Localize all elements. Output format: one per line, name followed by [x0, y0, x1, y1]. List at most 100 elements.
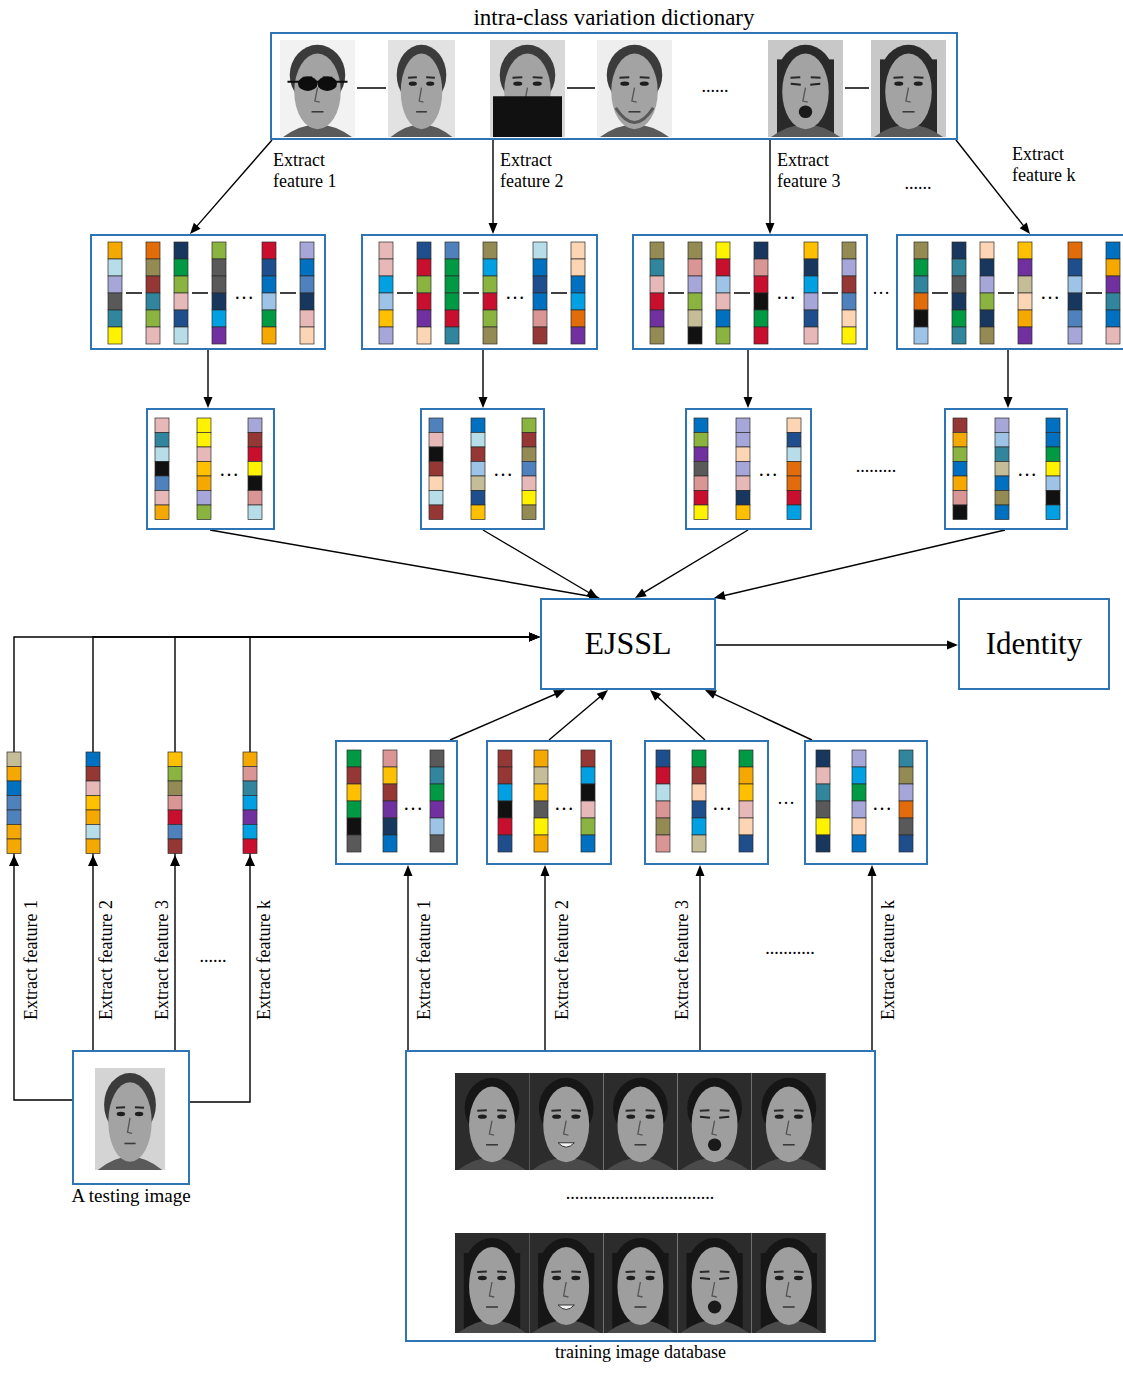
- feature-cell: [899, 801, 913, 818]
- figure-part: [533, 76, 543, 78]
- feature-cell: [300, 259, 314, 276]
- feature-cell: [533, 276, 547, 293]
- figure-part: [497, 1276, 506, 1280]
- feature-cell: [842, 259, 856, 276]
- feature-cell: [1068, 327, 1082, 344]
- feature-cell: [7, 752, 21, 767]
- dictionary-panel: intra-class variation dictionary: [270, 32, 958, 140]
- feature-cell: [816, 750, 830, 767]
- feature-cell: [995, 462, 1009, 477]
- figure-part: [116, 1106, 125, 1109]
- training-feature-box: …: [335, 740, 458, 865]
- feature-cell: [716, 310, 730, 327]
- figure-part: [791, 76, 801, 78]
- feature-cell: [692, 750, 706, 767]
- feature-cell: [980, 242, 994, 259]
- feature-cell: [692, 818, 706, 835]
- pair-dash: [822, 292, 838, 294]
- figure-part: [774, 1271, 784, 1274]
- feature-cell: [852, 767, 866, 784]
- connector-line: [699, 874, 700, 1050]
- figure-part: [885, 54, 932, 130]
- feature-cell: [980, 293, 994, 310]
- feature-cell: [1106, 242, 1120, 259]
- figure-part: [426, 82, 434, 86]
- face-photo: [529, 1073, 603, 1170]
- feature-cell: [155, 433, 169, 448]
- feature-cell: [1068, 293, 1082, 310]
- feature-cell: [688, 310, 702, 327]
- feature-cell: [534, 818, 548, 835]
- feature-cell: [155, 476, 169, 491]
- arrow-head: [635, 588, 647, 598]
- feature-cell: [262, 242, 276, 259]
- figure-part: [811, 76, 821, 78]
- feature-cell: [248, 433, 262, 448]
- feature-cell: [1068, 242, 1082, 259]
- figure-part: [401, 54, 443, 130]
- feature-cell: [379, 242, 393, 259]
- feature-cell: [197, 491, 211, 506]
- figure-part: [564, 1282, 569, 1297]
- figure-part: [700, 1271, 710, 1274]
- feature-cell: [650, 242, 664, 259]
- edge-label: Extract feature k: [878, 900, 899, 1020]
- figure-part: [640, 76, 650, 78]
- edge-label: Extract feature 3: [777, 150, 865, 191]
- ellipsis-mark: …: [777, 788, 795, 809]
- feature-cell: [522, 476, 536, 491]
- connector-line: [407, 874, 408, 1050]
- feature-cell: [692, 767, 706, 784]
- feature-cell: [212, 293, 226, 310]
- feature-cell: [953, 418, 967, 433]
- feature-cell: [980, 276, 994, 293]
- feature-cell: [534, 784, 548, 801]
- feature-cell: [86, 796, 100, 811]
- figure-part: [318, 76, 338, 91]
- figure-part: [626, 1276, 635, 1280]
- feature-cell: [787, 418, 801, 433]
- feature-cell: [694, 476, 708, 491]
- feature-cell: [243, 781, 257, 796]
- figure-part: [497, 1115, 506, 1119]
- feature-cell: [417, 310, 431, 327]
- feature-cell: [694, 462, 708, 477]
- figure-part: [782, 54, 829, 130]
- arrow-head: [245, 855, 255, 866]
- figure-part: [626, 1109, 636, 1111]
- figure-part: [871, 40, 946, 137]
- figure-part: [294, 54, 341, 130]
- feature-cell: [248, 447, 262, 462]
- feature-cell: [383, 818, 397, 835]
- feature-cell: [174, 293, 188, 310]
- feature-cell: [262, 293, 276, 310]
- figure-part: [529, 1073, 603, 1170]
- figure-part: [558, 1305, 574, 1310]
- feature-cell: [417, 242, 431, 259]
- figure-part: [638, 1121, 643, 1136]
- feature-cell: [534, 767, 548, 784]
- connector-arrow: [14, 633, 540, 1101]
- feature-cell: [581, 784, 595, 801]
- figure-part: [124, 1143, 135, 1145]
- feature-cell: [953, 447, 967, 462]
- feature-cell: [383, 750, 397, 767]
- feature-cell: [7, 781, 21, 796]
- figure-part: [794, 1115, 803, 1119]
- figure-part: [455, 1233, 529, 1333]
- figure-part: [490, 40, 565, 137]
- figure-part: [513, 76, 523, 78]
- feature-cell: [571, 276, 585, 293]
- figure-part: [678, 1233, 752, 1333]
- feature-cell: [383, 801, 397, 818]
- figure-part: [409, 82, 417, 86]
- feature-cell: [692, 784, 706, 801]
- figure-part: [720, 1109, 730, 1111]
- feature-cell: [429, 505, 443, 520]
- figure-part: [571, 1109, 581, 1111]
- figure-part: [766, 1247, 812, 1325]
- feature-cell: [804, 242, 818, 259]
- feature-cell: [430, 818, 444, 835]
- feature-cell: [688, 242, 702, 259]
- feature-cell: [1046, 491, 1060, 506]
